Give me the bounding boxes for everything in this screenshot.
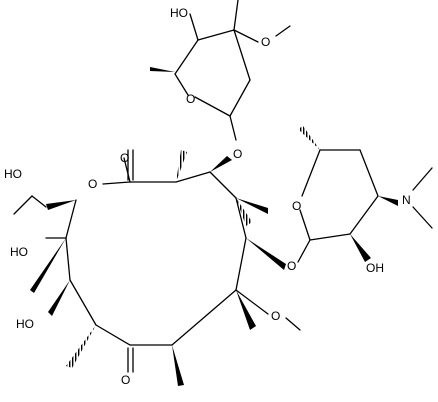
glycosidic-o-top: O [233, 147, 242, 161]
ketone-o: O [121, 373, 130, 387]
right-sugar-ring-o: O [292, 199, 301, 213]
ring-oh-left: HO [10, 245, 28, 259]
right-sugar-ring [299, 149, 379, 241]
carbonyl-o-top: O [120, 151, 129, 165]
glycosidic-o-right: O [287, 259, 296, 273]
top-sugar-substituents [150, 0, 291, 141]
top-sugar-methoxy-o: O [261, 35, 270, 49]
top-sugar-oh: HO [170, 6, 188, 20]
macrolactone-substituents [13, 150, 301, 386]
top-sugar-ring-o: O [186, 92, 195, 106]
lactone-o: O [88, 177, 97, 191]
dimethylamino-n: N [402, 193, 411, 207]
lactone-carbonyl [127, 149, 134, 181]
top-sugar-ring [174, 29, 251, 117]
methoxy-o-ring: O [271, 309, 280, 323]
right-sugar-substituents [297, 126, 433, 263]
macrolactone-ring [65, 157, 247, 346]
side-chain-oh: HO [4, 167, 22, 181]
ring-oh-lower: HO [16, 317, 34, 331]
right-sugar-oh: OH [366, 261, 384, 275]
